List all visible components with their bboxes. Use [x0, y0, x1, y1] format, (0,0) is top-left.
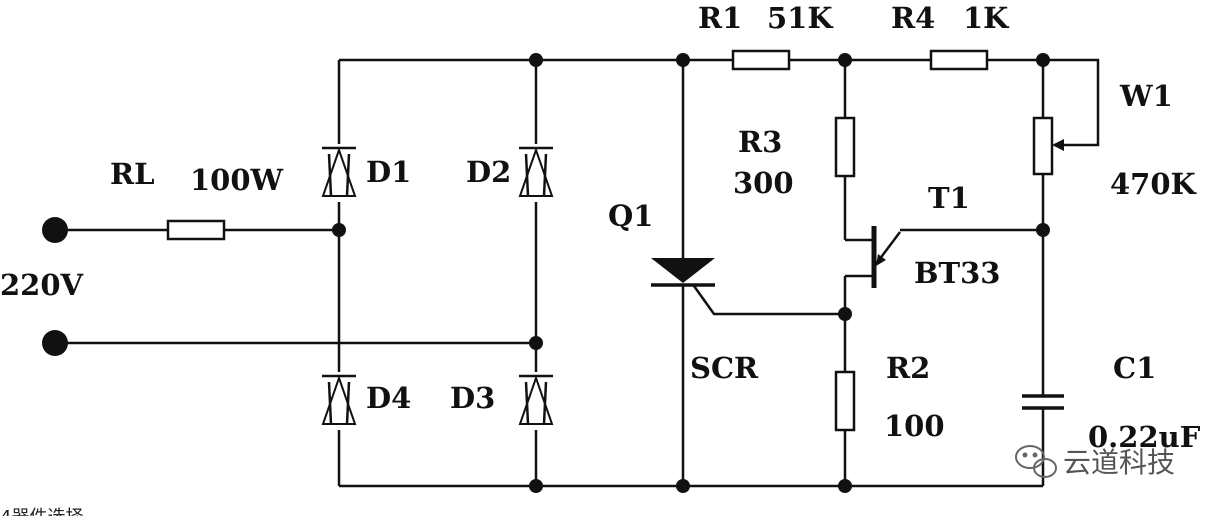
wechat-icon: [1015, 445, 1057, 478]
terminal-bottom: [42, 330, 68, 356]
label-rl-value: 100W: [190, 163, 284, 197]
label-d3: D3: [450, 381, 495, 415]
terminal-top: [42, 217, 68, 243]
junction-dots: [332, 53, 1050, 493]
ujt-t1: [871, 226, 901, 288]
label-r2-value: 100: [884, 409, 945, 443]
diode-d2: [518, 146, 554, 197]
label-d1: D1: [366, 155, 411, 189]
scr-q1: [651, 258, 715, 287]
diode-d4: [321, 374, 357, 425]
bottom-text-fragment: 4器件选择: [0, 507, 83, 516]
resistor-r1: [731, 49, 791, 71]
label-scr: SCR: [690, 351, 759, 385]
label-r1: R1: [698, 1, 742, 35]
label-r3: R3: [738, 125, 782, 159]
label-r1-value: 51K: [767, 1, 834, 35]
resistor-r4: [929, 49, 989, 71]
label-d4: D4: [366, 381, 411, 415]
label-r2: R2: [886, 351, 930, 385]
label-w1-value: 470K: [1110, 167, 1198, 201]
potentiometer-wiper-arrow: [1052, 139, 1064, 151]
label-c1-value: 0.22uF: [1088, 420, 1201, 454]
resistor-rl: [166, 219, 226, 241]
label-r4-value: 1K: [963, 1, 1010, 35]
label-t1: T1: [928, 181, 970, 215]
diode-d3: [518, 374, 554, 425]
label-r3-value: 300: [733, 166, 794, 200]
resistor-r2: [834, 370, 856, 432]
label-rl: RL: [110, 157, 155, 191]
label-c1: C1: [1113, 351, 1156, 385]
label-w1: W1: [1119, 79, 1173, 113]
watermark-text: 云道科技: [1063, 446, 1175, 479]
wires: [58, 58, 1100, 488]
label-t1-part: BT33: [914, 256, 1000, 290]
watermark: 云道科技: [1015, 445, 1175, 479]
label-d2: D2: [466, 155, 511, 189]
resistor-r3: [834, 116, 856, 178]
diode-d1: [321, 146, 357, 197]
label-q1: Q1: [608, 199, 653, 233]
potentiometer-w1: [1032, 116, 1054, 176]
label-supply: 220V: [0, 268, 84, 302]
capacitor-c1: [1022, 394, 1064, 410]
label-r4: R4: [891, 1, 935, 35]
